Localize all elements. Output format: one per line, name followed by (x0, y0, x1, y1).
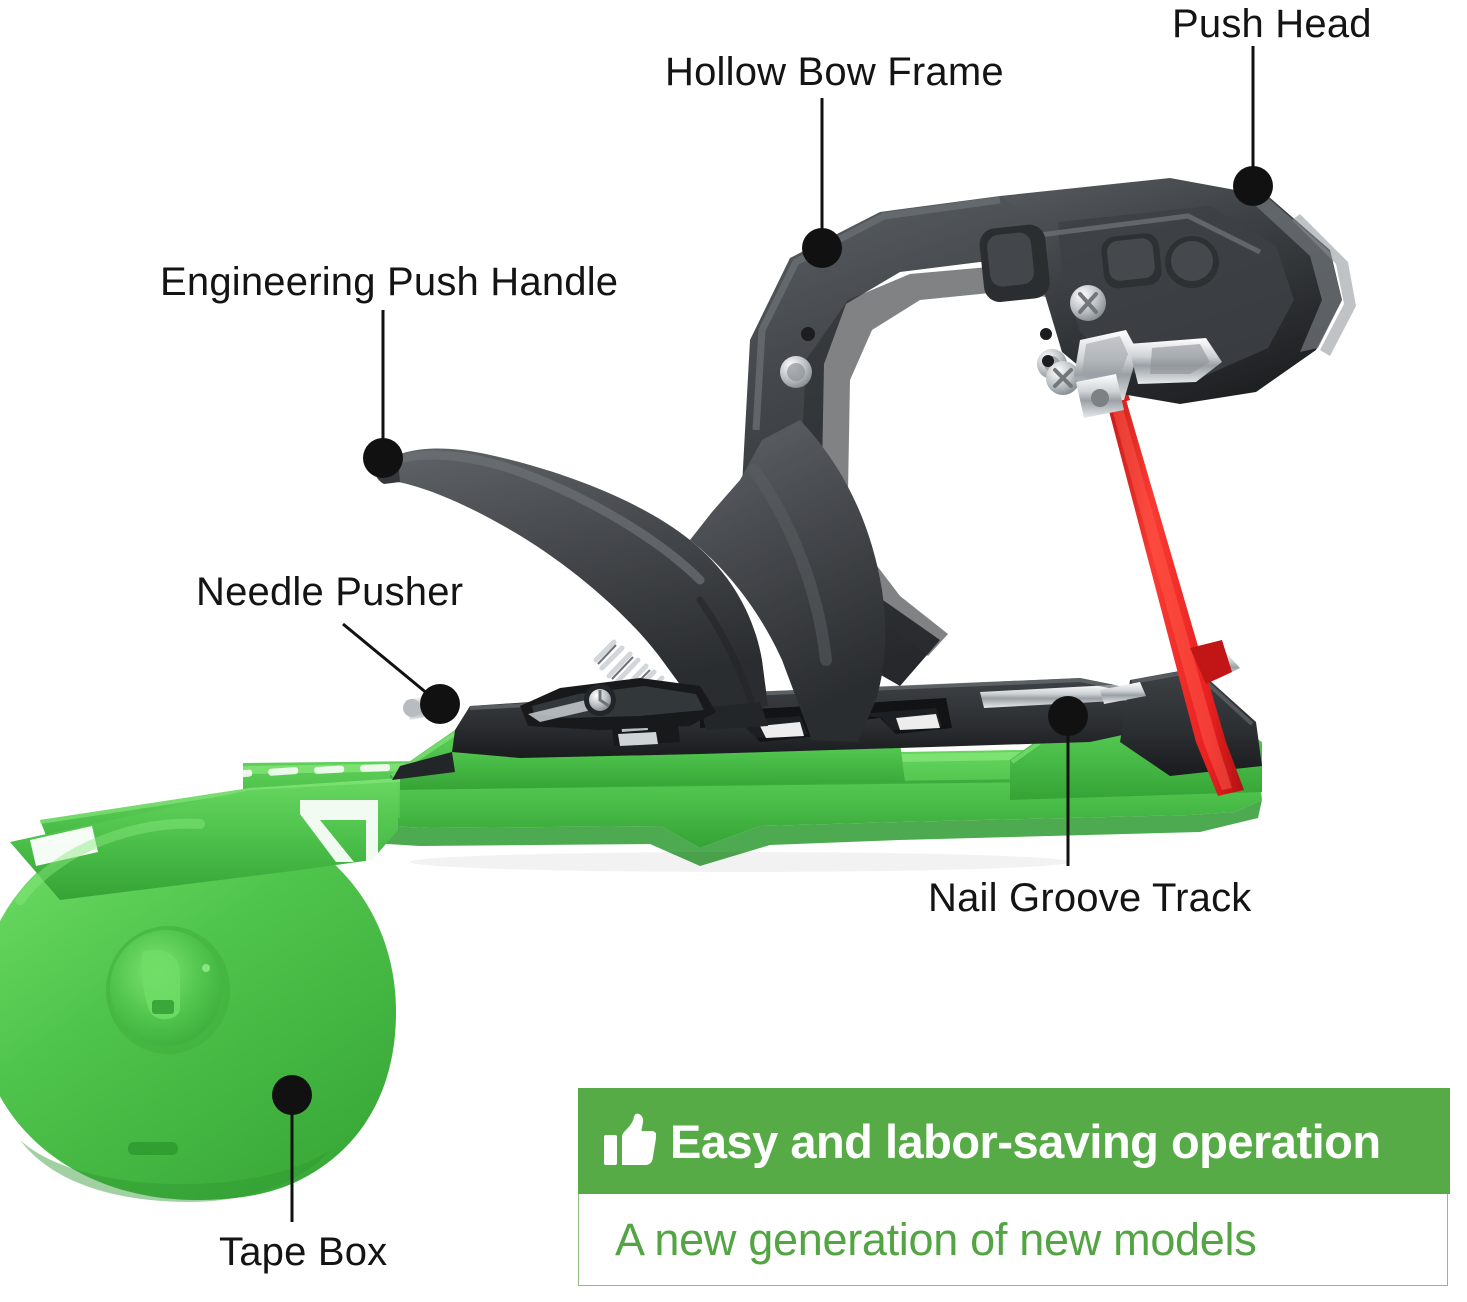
callout-label-needle-pusher: Needle Pusher (196, 570, 464, 614)
banner-headline-bar: Easy and labor-saving operation (578, 1088, 1450, 1194)
trigger-mechanism (403, 639, 716, 730)
push-head (979, 178, 1356, 418)
thumbs-up-icon (604, 1113, 656, 1165)
callout-label-push-head: Push Head (1172, 2, 1372, 46)
banner-subline-box: A new generation of new models (578, 1194, 1448, 1286)
banner-subline: A new generation of new models (615, 1214, 1257, 1265)
callout-label-hollow-bow-frame: Hollow Bow Frame (665, 50, 1004, 94)
tape-box (0, 782, 398, 1202)
callout-label-tape-box: Tape Box (219, 1230, 388, 1274)
promo-banner: Easy and labor-saving operation A new ge… (578, 1088, 1450, 1288)
callout-label-engineering-push-handle: Engineering Push Handle (160, 260, 619, 304)
banner-headline: Easy and labor-saving operation (670, 1114, 1381, 1168)
callout-label-nail-groove-track: Nail Groove Track (928, 876, 1252, 920)
